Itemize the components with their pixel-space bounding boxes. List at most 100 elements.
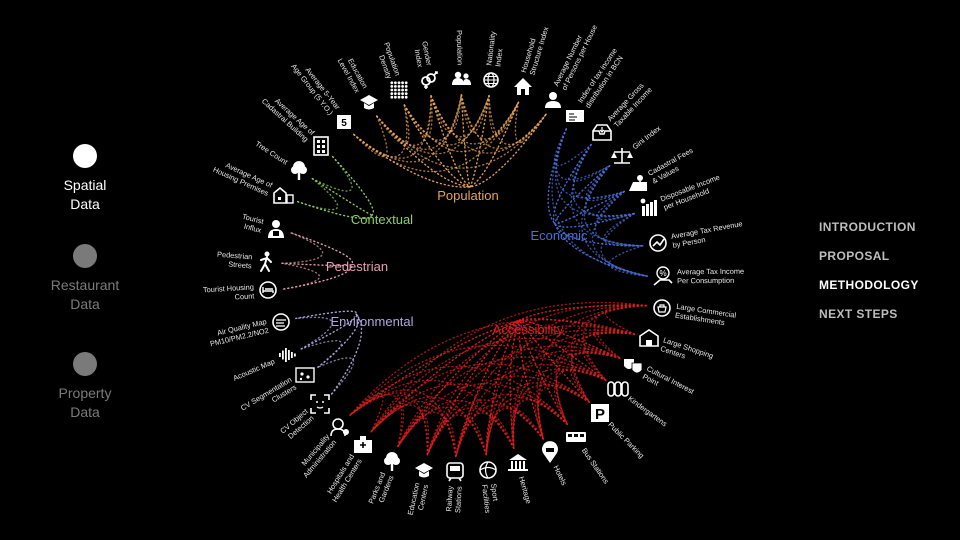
connection-line: [331, 155, 374, 216]
connection-line: [370, 319, 521, 433]
land-value-icon: [629, 175, 647, 191]
node-label: Count: [234, 291, 254, 301]
svg-text:%: %: [659, 269, 666, 278]
connection-lines: [281, 94, 648, 458]
connection-line: [376, 115, 471, 188]
node-label: Kindergartens: [626, 394, 669, 429]
connection-line: [296, 200, 373, 220]
person-icon: [545, 92, 561, 108]
connection-line: [370, 401, 457, 458]
category-labels: Population Economic Accessibility Contex…: [326, 188, 588, 337]
nav-dot: [73, 144, 97, 168]
hospital-icon: [354, 436, 372, 453]
svg-text:P: P: [595, 406, 605, 423]
bus-icon: [566, 432, 586, 442]
connection-line: [585, 165, 625, 202]
connection-line: [426, 345, 621, 456]
gender-icon: [421, 71, 438, 89]
connection-line: [281, 262, 321, 290]
connection-line: [300, 313, 358, 350]
connection-line: [485, 382, 590, 456]
tree-icon: [384, 452, 400, 471]
section-link-introduction[interactable]: INTRODUCTION: [819, 220, 916, 234]
dot-grid-icon: [390, 81, 408, 99]
node-label: Population: [455, 30, 465, 65]
revenue-icon: [649, 234, 667, 252]
people-icon: [452, 71, 471, 85]
scale-icon: [611, 148, 633, 164]
section-link-proposal[interactable]: PROPOSAL: [819, 249, 890, 263]
connection-line: [349, 365, 568, 425]
segmentation-icon: [295, 367, 315, 383]
graduation-cap-icon: [360, 95, 378, 110]
connection-line: [353, 133, 471, 188]
connection-line: [403, 101, 520, 153]
connection-line: [370, 363, 590, 433]
category-contextual: Contextual: [351, 212, 413, 227]
node-label: Public Parking: [606, 420, 646, 460]
train-icon: [446, 462, 464, 482]
node-label: Bus Stations: [580, 446, 611, 485]
category-economic: Economic: [530, 228, 588, 243]
connection-line: [376, 104, 410, 145]
category-accessibility: Accessibility: [493, 322, 564, 337]
connection-line: [300, 340, 343, 368]
node-label: Heritage: [517, 475, 533, 504]
section-link-next-steps[interactable]: NEXT STEPS: [819, 307, 898, 321]
node-label: Gini Index: [631, 124, 663, 152]
connection-line: [311, 155, 353, 192]
connection-line: [397, 400, 515, 449]
connection-line: [595, 190, 636, 221]
connection-line: [430, 94, 463, 133]
section-link-methodology[interactable]: METHODOLOGY: [819, 278, 919, 292]
connection-line: [537, 352, 621, 440]
category-population: Population: [437, 188, 498, 203]
node-label: Average Tax Revenue: [670, 219, 743, 241]
node-22: Heritage: [508, 454, 533, 505]
connection-line: [519, 319, 607, 381]
node-label: Average Tax Income: [677, 267, 744, 277]
connection-line: [570, 143, 644, 247]
commercial-icon: [653, 299, 671, 317]
section-nav: INTRODUCTION PROPOSAL METHODOLOGY NEXT S…: [819, 219, 919, 335]
node-label: Hotels: [552, 464, 569, 487]
node-label: Influx: [243, 222, 263, 235]
connection-line: [397, 325, 636, 448]
node-label: Tourist Housing: [203, 282, 254, 294]
node-21: Hotels: [542, 441, 569, 487]
connection-line: [555, 352, 621, 425]
connection-line: [403, 95, 490, 146]
connection-line: [317, 357, 355, 395]
connection-line: [349, 344, 607, 416]
connection-line: [349, 319, 636, 416]
node-label: Sport: [489, 483, 500, 502]
graduation-cap-icon: [415, 463, 433, 478]
connection-line: [488, 95, 547, 146]
svg-text:5: 5: [341, 118, 347, 129]
connection-line: [519, 319, 590, 403]
connection-line: [460, 94, 471, 188]
node-label: Acoustic Map: [232, 357, 276, 383]
connection-line: [295, 310, 357, 320]
parking-icon: P: [591, 404, 609, 423]
connection-line: [514, 101, 547, 144]
connection-line: [594, 190, 644, 247]
connection-line: [349, 393, 384, 433]
connection-line: [591, 190, 648, 277]
connection-line: [455, 329, 636, 458]
